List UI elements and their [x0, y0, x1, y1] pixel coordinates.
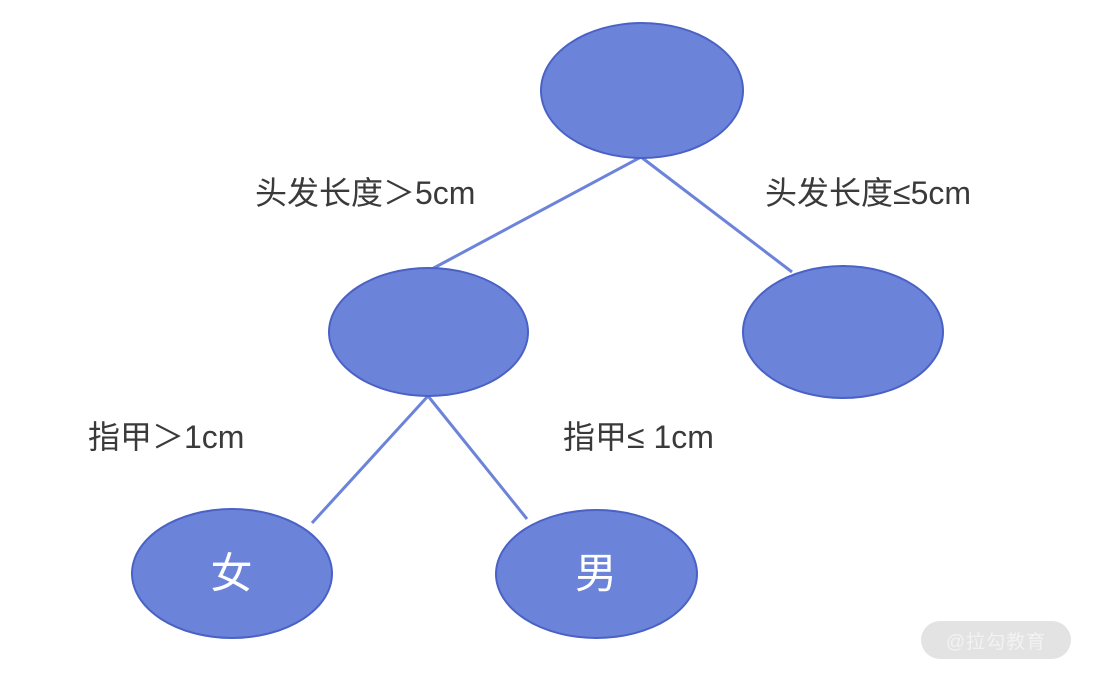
edge-mid-to-leaf-male — [426, 395, 529, 520]
node-leaf-male[interactable]: 男 — [495, 509, 698, 639]
edge-root-to-right — [640, 155, 793, 274]
edge-label-hair-greater: 头发长度＞5cm — [255, 175, 476, 211]
node-leaf-female[interactable]: 女 — [131, 508, 333, 639]
node-leaf-short-hair[interactable] — [742, 265, 944, 399]
edge-mid-to-leaf-female — [310, 394, 430, 525]
edge-label-hair-lessequal: 头发长度≤5cm — [765, 175, 972, 211]
edge-label-nail-lessequal: 指甲≤ 1cm — [563, 419, 714, 455]
edge-label-nail-greater: 指甲＞1cm — [88, 419, 245, 455]
edge-root-to-mid — [429, 155, 642, 272]
node-root[interactable] — [540, 22, 744, 159]
watermark-text: @拉勾教育 — [945, 631, 1047, 653]
node-leaf-male-label: 男 — [574, 550, 618, 597]
node-leaf-female-label: 女 — [210, 549, 254, 597]
watermark-badge: @拉勾教育 — [921, 621, 1071, 659]
node-decision-nail[interactable] — [328, 267, 529, 397]
